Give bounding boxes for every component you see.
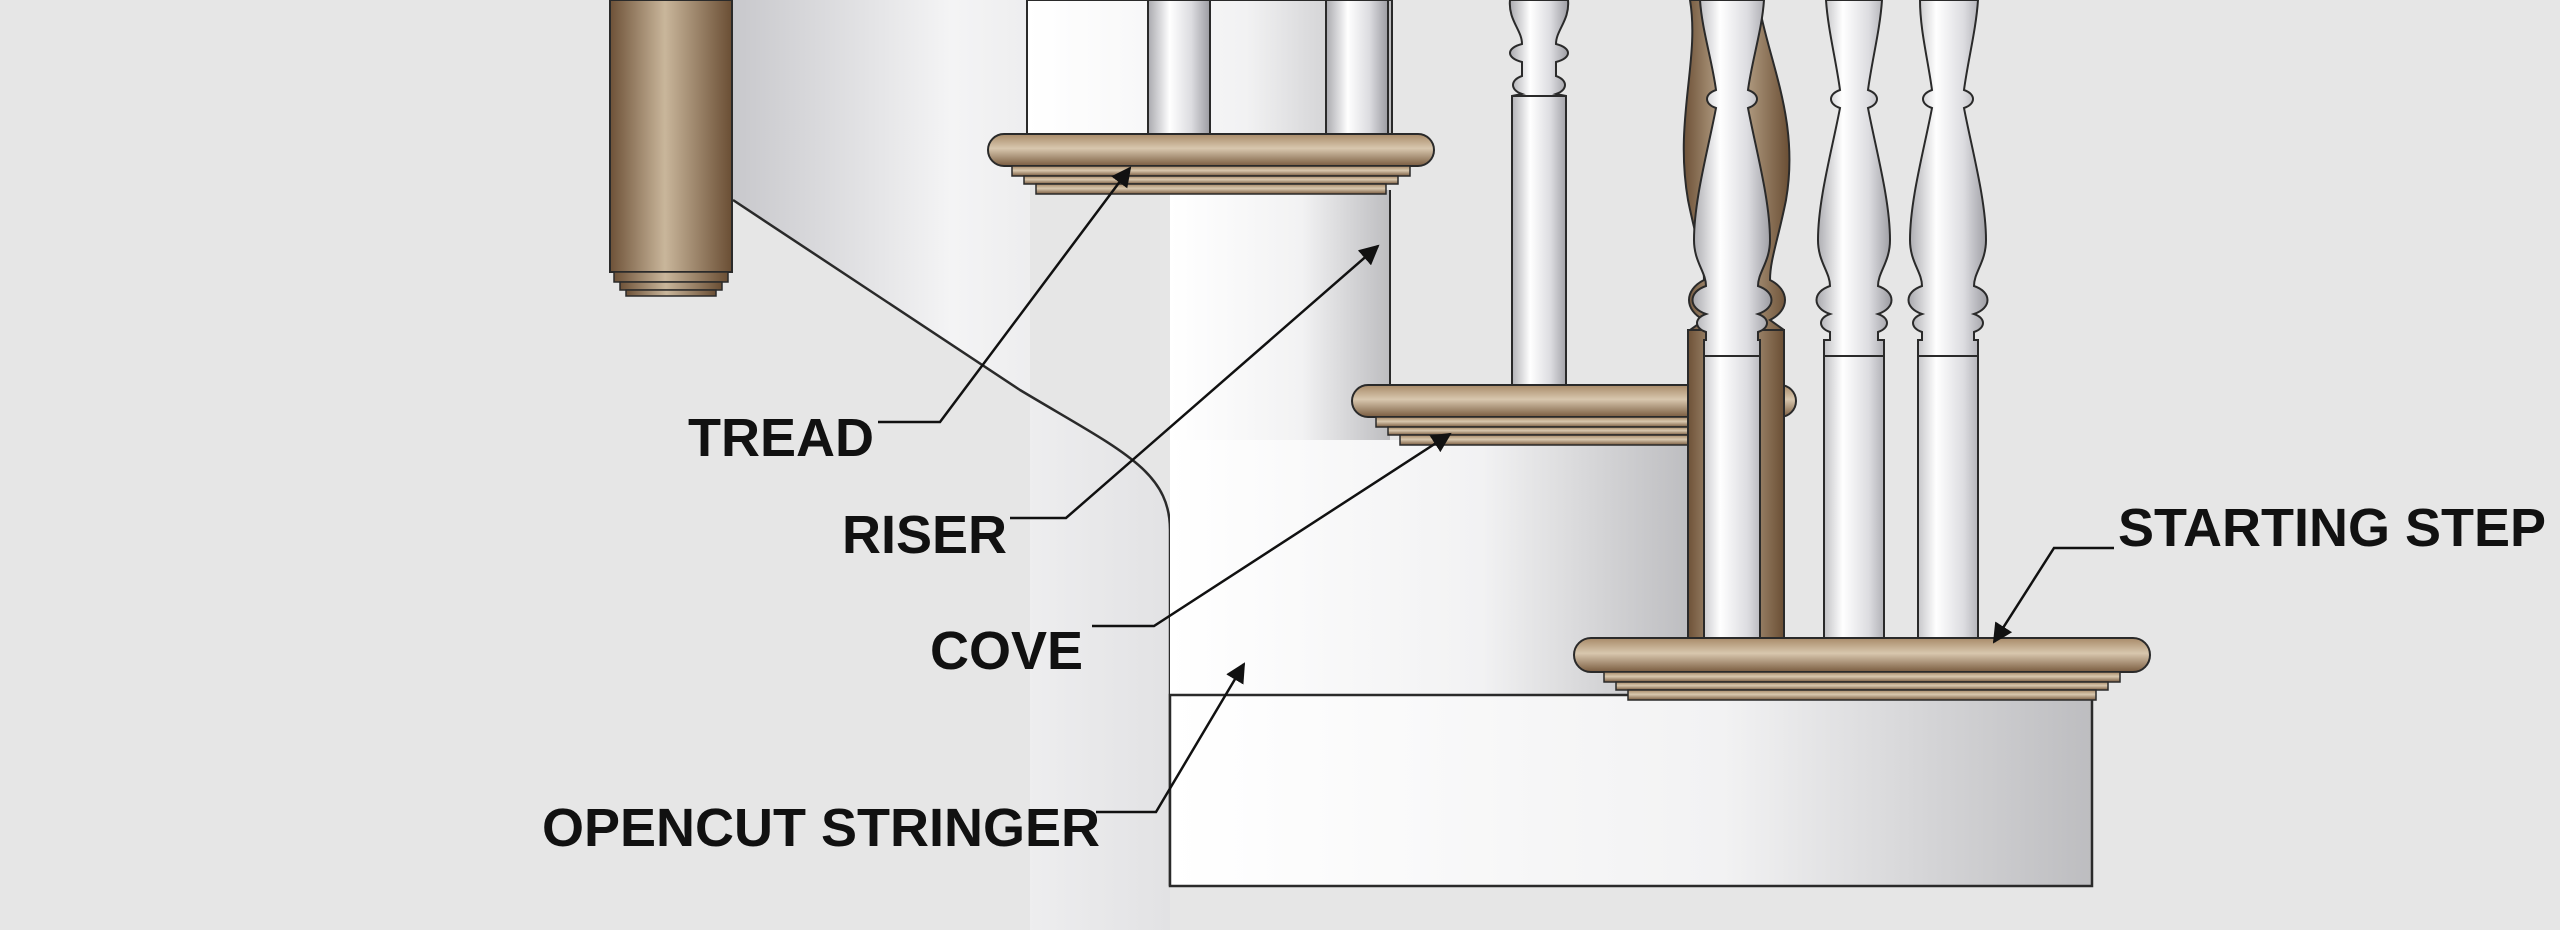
tread-starting-step xyxy=(1573,637,2151,701)
leader-riser xyxy=(1010,244,1380,520)
spindle-top-2 xyxy=(1325,0,1389,135)
stringer-wall xyxy=(733,0,1170,930)
newel-post xyxy=(609,0,733,297)
label-riser: RISER xyxy=(842,505,1007,565)
label-starting-step: STARTING STEP xyxy=(2118,498,2546,558)
spindle-turned-middle xyxy=(1508,0,1570,386)
leader-starting-step xyxy=(1992,546,2114,644)
leader-tread xyxy=(878,166,1132,424)
spindle-front-3 xyxy=(1907,0,1989,641)
spindle-front-2 xyxy=(1815,0,1893,641)
leader-cove xyxy=(1092,432,1452,628)
leader-opencut-stringer xyxy=(1096,662,1246,814)
label-tread: TREAD xyxy=(688,408,874,468)
label-opencut-stringer: OPENCUT STRINGER xyxy=(542,798,1100,858)
starting-step-body xyxy=(1168,693,2094,888)
tread-top xyxy=(987,133,1435,195)
label-cove: COVE xyxy=(930,621,1083,681)
spindle-top-1 xyxy=(1147,0,1211,135)
